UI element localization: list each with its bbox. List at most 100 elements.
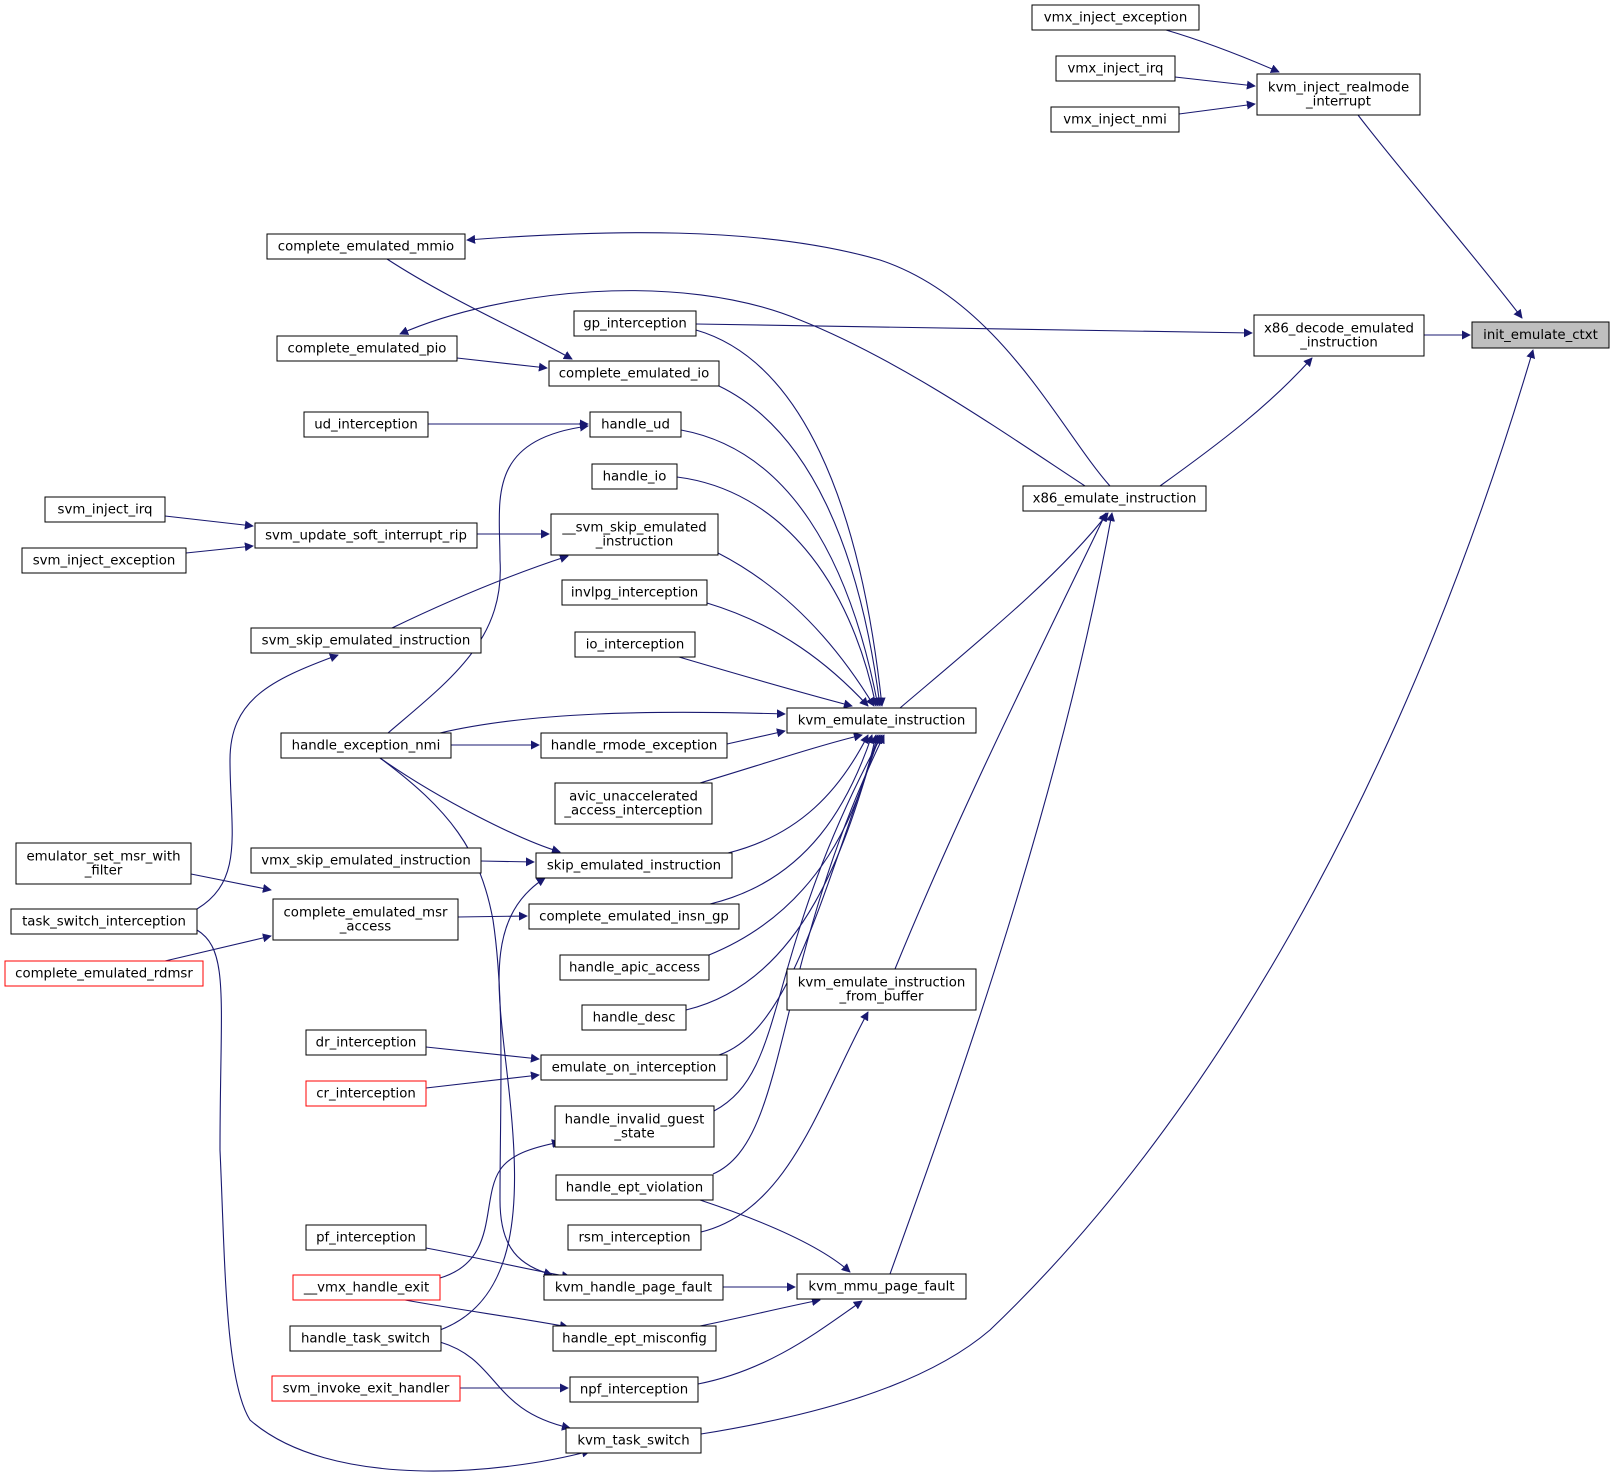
node-box (796, 1273, 967, 1300)
edge-emulator_set_msr_with_filter-to-complete_emulated_msr_access (190, 873, 272, 893)
node-kvm-inject-realmode-interrupt[interactable]: kvm_inject_realmode_interrupt (1256, 73, 1421, 116)
node-handle-task-switch[interactable]: handle_task_switch (289, 1325, 442, 1352)
edge-svm_inject_exception-to-svm_update_soft_interrupt_rip (185, 542, 254, 554)
node-gp-interception[interactable]: gp_interception (573, 310, 697, 337)
node-complete-emulated-io[interactable]: complete_emulated_io (548, 360, 720, 387)
node-pf-interception[interactable]: pf_interception (305, 1224, 427, 1251)
edge-task_switch_interception-to-svm_skip_emulated_instruction (196, 653, 339, 910)
node-complete-emulated-rdmsr[interactable]: complete_emulated_rdmsr (4, 960, 204, 987)
node-label: avic_unaccelerated (569, 790, 698, 805)
node-vmx-skip-emulated-instruction[interactable]: vmx_skip_emulated_instruction (250, 847, 482, 874)
node-kvm-handle-page-fault[interactable]: kvm_handle_page_fault (543, 1274, 724, 1301)
node-box (1055, 55, 1176, 82)
node-complete-emulated-msr-access[interactable]: complete_emulated_msr_access (272, 898, 459, 941)
node-label: kvm_emulate_instruction (798, 714, 966, 729)
node-label: svm_inject_irq (58, 503, 153, 518)
node-box (1022, 485, 1207, 512)
node-handle-ud[interactable]: handle_ud (589, 411, 682, 438)
node-label: dr_interception (316, 1036, 417, 1051)
node-box (540, 1054, 728, 1081)
edge-avic_unaccelerated_access_interception-to-kvm_emulate_instruction (699, 732, 863, 784)
node-dr-interception[interactable]: dr_interception (305, 1029, 427, 1056)
node-complete-emulated-mmio[interactable]: complete_emulated_mmio (266, 233, 466, 260)
edge-complete_emulated_rdmsr-to-complete_emulated_msr_access (164, 933, 272, 962)
node-vmx-inject-nmi[interactable]: vmx_inject_nmi (1050, 106, 1180, 133)
node-label: vmx_inject_nmi (1063, 113, 1167, 128)
edge-handle_ud-to-kvm_emulate_instruction (680, 429, 881, 707)
node-box (266, 233, 466, 260)
node-init-emulate-ctxt[interactable]: init_emulate_ctxt (1471, 321, 1610, 349)
node-vmx-handle-exit[interactable]: __vmx_handle_exit (292, 1274, 441, 1301)
node-box (535, 852, 733, 879)
node-label: __vmx_handle_exit (303, 1281, 429, 1296)
node-handle-invalid-guest-state[interactable]: handle_invalid_guest_state (554, 1105, 715, 1148)
node-box (250, 847, 482, 874)
node-label: complete_emulated_insn_gp (539, 910, 729, 925)
edge-handle_exception_nmi-to-handle_ud (387, 422, 589, 734)
node-io-interception[interactable]: io_interception (574, 631, 696, 658)
edge-handle_io-to-kvm_emulate_instruction (676, 476, 879, 707)
node-label: handle_exception_nmi (292, 739, 441, 754)
node-kvm-emulate-instruction[interactable]: kvm_emulate_instruction (786, 707, 977, 734)
node-kvm-task-switch[interactable]: kvm_task_switch (565, 1427, 702, 1454)
node-vmx-inject-exception[interactable]: vmx_inject_exception (1031, 4, 1200, 31)
node-label: handle_ept_violation (566, 1181, 703, 1196)
edge-x86_emulate_instruction-to-complete_emulated_pio (399, 290, 1086, 487)
nodes-layer: init_emulate_ctxt kvm_inject_realmode_int… (4, 4, 1610, 1454)
node-label: emulator_set_msr_with (26, 850, 180, 865)
node-label: _access_interception (563, 804, 702, 819)
node-svm-update-soft-interrupt-rip[interactable]: svm_update_soft_interrupt_rip (254, 522, 478, 549)
node-label: init_emulate_ctxt (1483, 328, 1598, 343)
node-label: x86_emulate_instruction (1033, 492, 1197, 507)
edge-handle_ept_violation-to-kvm_emulate_instruction (712, 734, 885, 1175)
node-skip-emulated-instruction[interactable]: skip_emulated_instruction (535, 852, 733, 879)
node-svm-skip-emulated-instruction-internal[interactable]: __svm_skip_emulated_instruction (550, 513, 719, 556)
node-label: svm_skip_emulated_instruction (262, 634, 471, 649)
node-cr-interception[interactable]: cr_interception (305, 1080, 427, 1107)
node-label: svm_update_soft_interrupt_rip (265, 529, 467, 544)
node-handle-rmode-exception[interactable]: handle_rmode_exception (540, 732, 728, 759)
edge-x86_emulate_instruction-to-complete_emulated_mmio (466, 232, 1111, 487)
node-handle-ept-misconfig[interactable]: handle_ept_misconfig (552, 1325, 717, 1352)
node-label: npf_interception (580, 1383, 688, 1398)
edge-svm_inject_irq-to-svm_update_soft_interrupt_rip (164, 515, 254, 530)
node-box (1050, 106, 1180, 133)
node-x86-emulate-instruction[interactable]: x86_emulate_instruction (1022, 485, 1207, 512)
node-handle-desc[interactable]: handle_desc (581, 1004, 687, 1031)
node-ud-interception[interactable]: ud_interception (303, 411, 429, 438)
edge-rsm_interception-to-kvm_emulate_instruction_from_buffer (700, 1011, 869, 1233)
node-task-switch-interception[interactable]: task_switch_interception (10, 908, 198, 935)
node-handle-apic-access[interactable]: handle_apic_access (559, 954, 710, 981)
node-x86-decode-emulated-instruction[interactable]: x86_decode_emulated_instruction (1253, 314, 1425, 357)
node-handle-ept-violation[interactable]: handle_ept_violation (555, 1174, 714, 1201)
node-label: svm_inject_exception (33, 554, 176, 569)
node-box (786, 968, 977, 1011)
node-label: kvm_task_switch (577, 1434, 689, 1449)
edge-npf_interception-to-kvm_mmu_page_fault (697, 1300, 863, 1385)
node-emulator-set-msr-with-filter[interactable]: emulator_set_msr_with_filter (15, 842, 192, 885)
node-handle-io[interactable]: handle_io (591, 463, 678, 490)
node-handle-exception-nmi[interactable]: handle_exception_nmi (280, 732, 452, 759)
edge-invlpg_interception-to-kvm_emulate_instruction (706, 602, 869, 707)
node-svm-inject-exception[interactable]: svm_inject_exception (21, 547, 187, 574)
node-emulate-on-interception[interactable]: emulate_on_interception (540, 1054, 728, 1081)
node-box (292, 1274, 441, 1301)
node-npf-interception[interactable]: npf_interception (569, 1376, 699, 1403)
node-vmx-inject-irq[interactable]: vmx_inject_irq (1055, 55, 1176, 82)
edge-vmx_inject_irq-to-kvm_inject_realmode_interrupt (1174, 76, 1256, 90)
node-invlpg-interception[interactable]: invlpg_interception (561, 579, 708, 606)
node-box (1031, 4, 1200, 31)
node-complete-emulated-pio[interactable]: complete_emulated_pio (276, 335, 458, 362)
node-kvm-emulate-instruction-from-buffer[interactable]: kvm_emulate_instruction_from_buffer (786, 968, 977, 1011)
node-complete-emulated-insn-gp[interactable]: complete_emulated_insn_gp (528, 903, 740, 930)
node-svm-invoke-exit-handler[interactable]: svm_invoke_exit_handler (271, 1375, 461, 1402)
node-box (589, 411, 682, 438)
node-label: complete_emulated_pio (288, 342, 447, 357)
node-svm-skip-emulated-instruction[interactable]: svm_skip_emulated_instruction (250, 627, 482, 654)
node-svm-inject-irq[interactable]: svm_inject_irq (44, 496, 166, 523)
node-kvm-mmu-page-fault[interactable]: kvm_mmu_page_fault (796, 1273, 967, 1300)
node-avic-unaccelerated-access-interception[interactable]: avic_unaccelerated_access_interception (554, 782, 713, 825)
node-box (21, 547, 187, 574)
node-rsm-interception[interactable]: rsm_interception (567, 1224, 702, 1251)
